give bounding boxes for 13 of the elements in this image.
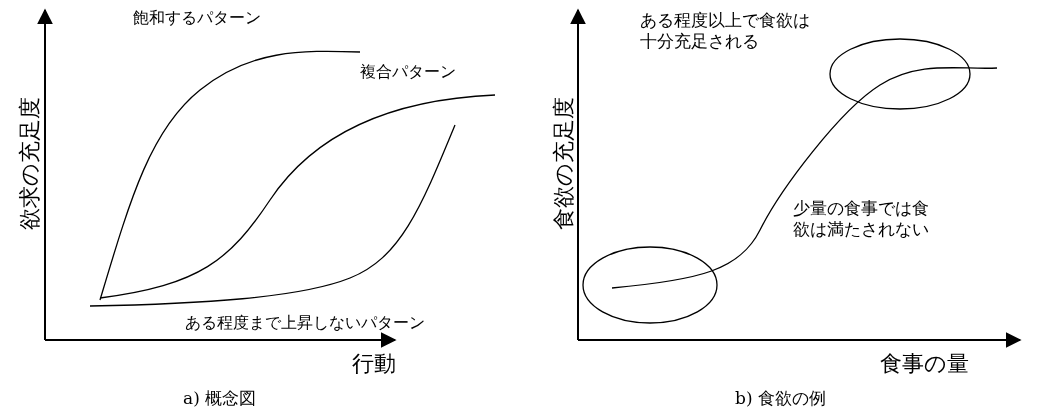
ellipse-outline (829, 38, 971, 110)
axis-label: 行動 (352, 350, 396, 378)
axis-label: 食欲の充足度 (550, 96, 578, 233)
annotation-text: ある程度以上で食欲は十分充足される (640, 10, 810, 53)
axis-label: 欲求の充足度 (16, 96, 44, 233)
caption: a) 概念図 (183, 388, 257, 410)
caption: b) 食欲の例 (735, 388, 826, 410)
curve-label: ある程度まで上昇しないパターン (185, 313, 425, 333)
curve-label: 複合パターン (360, 62, 456, 82)
ellipse-outline (582, 246, 718, 324)
axis-label: 食事の量 (880, 350, 969, 378)
annotation-text: 少量の食事では食欲は満たされない (793, 198, 930, 241)
curve-label: 飽和するパターン (133, 8, 261, 28)
